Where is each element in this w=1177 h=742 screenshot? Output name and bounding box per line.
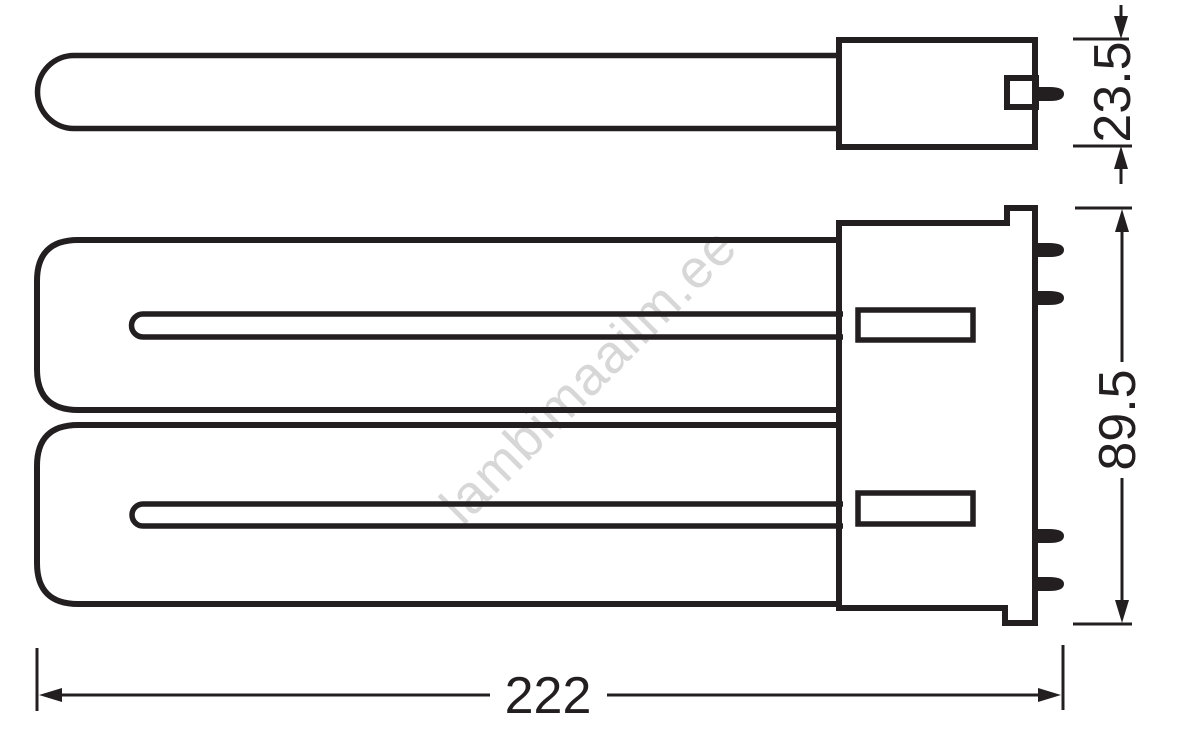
plan-view-lower-tube-slot bbox=[129, 501, 843, 529]
dimension-length-label: 222 bbox=[505, 667, 592, 725]
dimension-width-arrow-up bbox=[1115, 209, 1129, 232]
dimension-width-arrow-down bbox=[1115, 600, 1129, 623]
side-view-socket-square bbox=[1004, 75, 1039, 110]
dimension-length-arrow-right bbox=[1038, 688, 1061, 702]
dimension-height-label: 23.5 bbox=[1084, 41, 1142, 142]
plan-view-base-outline bbox=[836, 205, 1038, 626]
watermark-text: lambimaailm.ee bbox=[429, 216, 749, 536]
dimension-length-arrow-left bbox=[39, 688, 62, 702]
dimension-height-arrow-up bbox=[1114, 146, 1128, 169]
plan-view-pin-3 bbox=[1035, 529, 1064, 543]
plan-view-pin-4 bbox=[1035, 577, 1064, 591]
plan-view-base-slot-lower bbox=[855, 490, 976, 527]
plan-view-pin-2 bbox=[1035, 291, 1064, 305]
dimension-height: 23.5 bbox=[1073, 5, 1142, 184]
dimension-height-arrow-down bbox=[1114, 16, 1128, 39]
side-view-tube-outline bbox=[34, 52, 840, 132]
lamp-side-view bbox=[34, 37, 1064, 150]
plan-view-upper-tube-outline bbox=[34, 237, 840, 413]
plan-view-pin-1 bbox=[1035, 243, 1064, 257]
dimension-width: 89.5 bbox=[1073, 206, 1147, 626]
plan-view-upper-tube-slot bbox=[128, 311, 843, 340]
watermark: lambimaailm.ee bbox=[429, 216, 749, 536]
lamp-top-view bbox=[34, 205, 1064, 626]
plan-view-base-slot-upper bbox=[855, 307, 976, 343]
dimension-width-label: 89.5 bbox=[1089, 369, 1147, 470]
side-view-pin bbox=[1036, 87, 1064, 101]
dimension-length: 222 bbox=[35, 645, 1065, 725]
plan-view-lower-tube-outline bbox=[34, 422, 840, 607]
